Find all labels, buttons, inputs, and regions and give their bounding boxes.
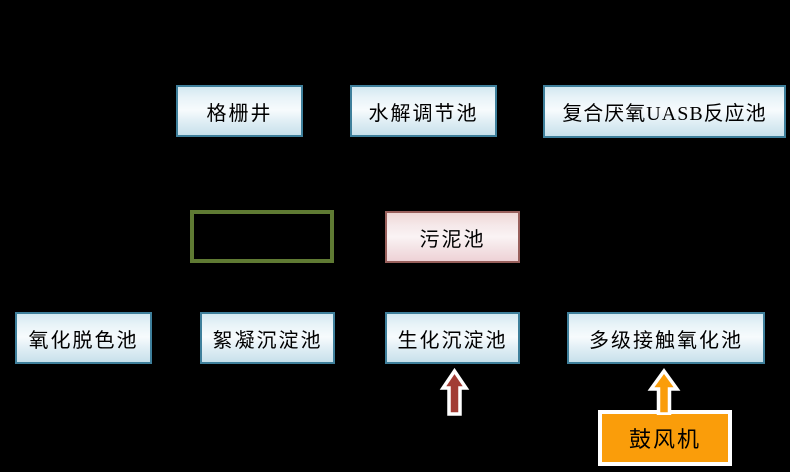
node-biochemical-sediment-tank-label: 生化沉淀池 — [397, 329, 508, 352]
node-multistage-contact-oxidation-tank-label: 多级接触氧化池 — [589, 329, 743, 352]
node-blower: 鼓风机 — [598, 410, 732, 466]
node-sludge-tank: 污泥池 — [385, 211, 520, 263]
node-grid-well: 格栅井 — [176, 85, 303, 137]
node-flocculation-tank-label: 絮凝沉淀池 — [212, 329, 323, 352]
node-multistage-contact-oxidation-tank: 多级接触氧化池 — [567, 312, 765, 364]
node-flocculation-tank: 絮凝沉淀池 — [200, 312, 335, 364]
red-up-arrow-icon — [439, 367, 470, 416]
node-hydrolysis-tank-label: 水解调节池 — [368, 102, 479, 125]
node-oxidation-decolor-tank-label: 氧化脱色池 — [28, 329, 139, 352]
node-empty-green-box — [190, 210, 334, 263]
orange-up-arrow-icon — [647, 368, 681, 415]
node-biochemical-sediment-tank: 生化沉淀池 — [385, 312, 520, 364]
node-uasb-reactor: 复合厌氧UASB反应池 — [543, 85, 786, 138]
node-oxidation-decolor-tank: 氧化脱色池 — [15, 312, 152, 364]
node-grid-well-label: 格栅井 — [206, 102, 273, 125]
node-uasb-reactor-label: 复合厌氧UASB反应池 — [562, 103, 767, 125]
node-sludge-tank-label: 污泥池 — [419, 228, 486, 251]
node-blower-label: 鼓风机 — [628, 427, 701, 452]
node-hydrolysis-tank: 水解调节池 — [350, 85, 497, 137]
